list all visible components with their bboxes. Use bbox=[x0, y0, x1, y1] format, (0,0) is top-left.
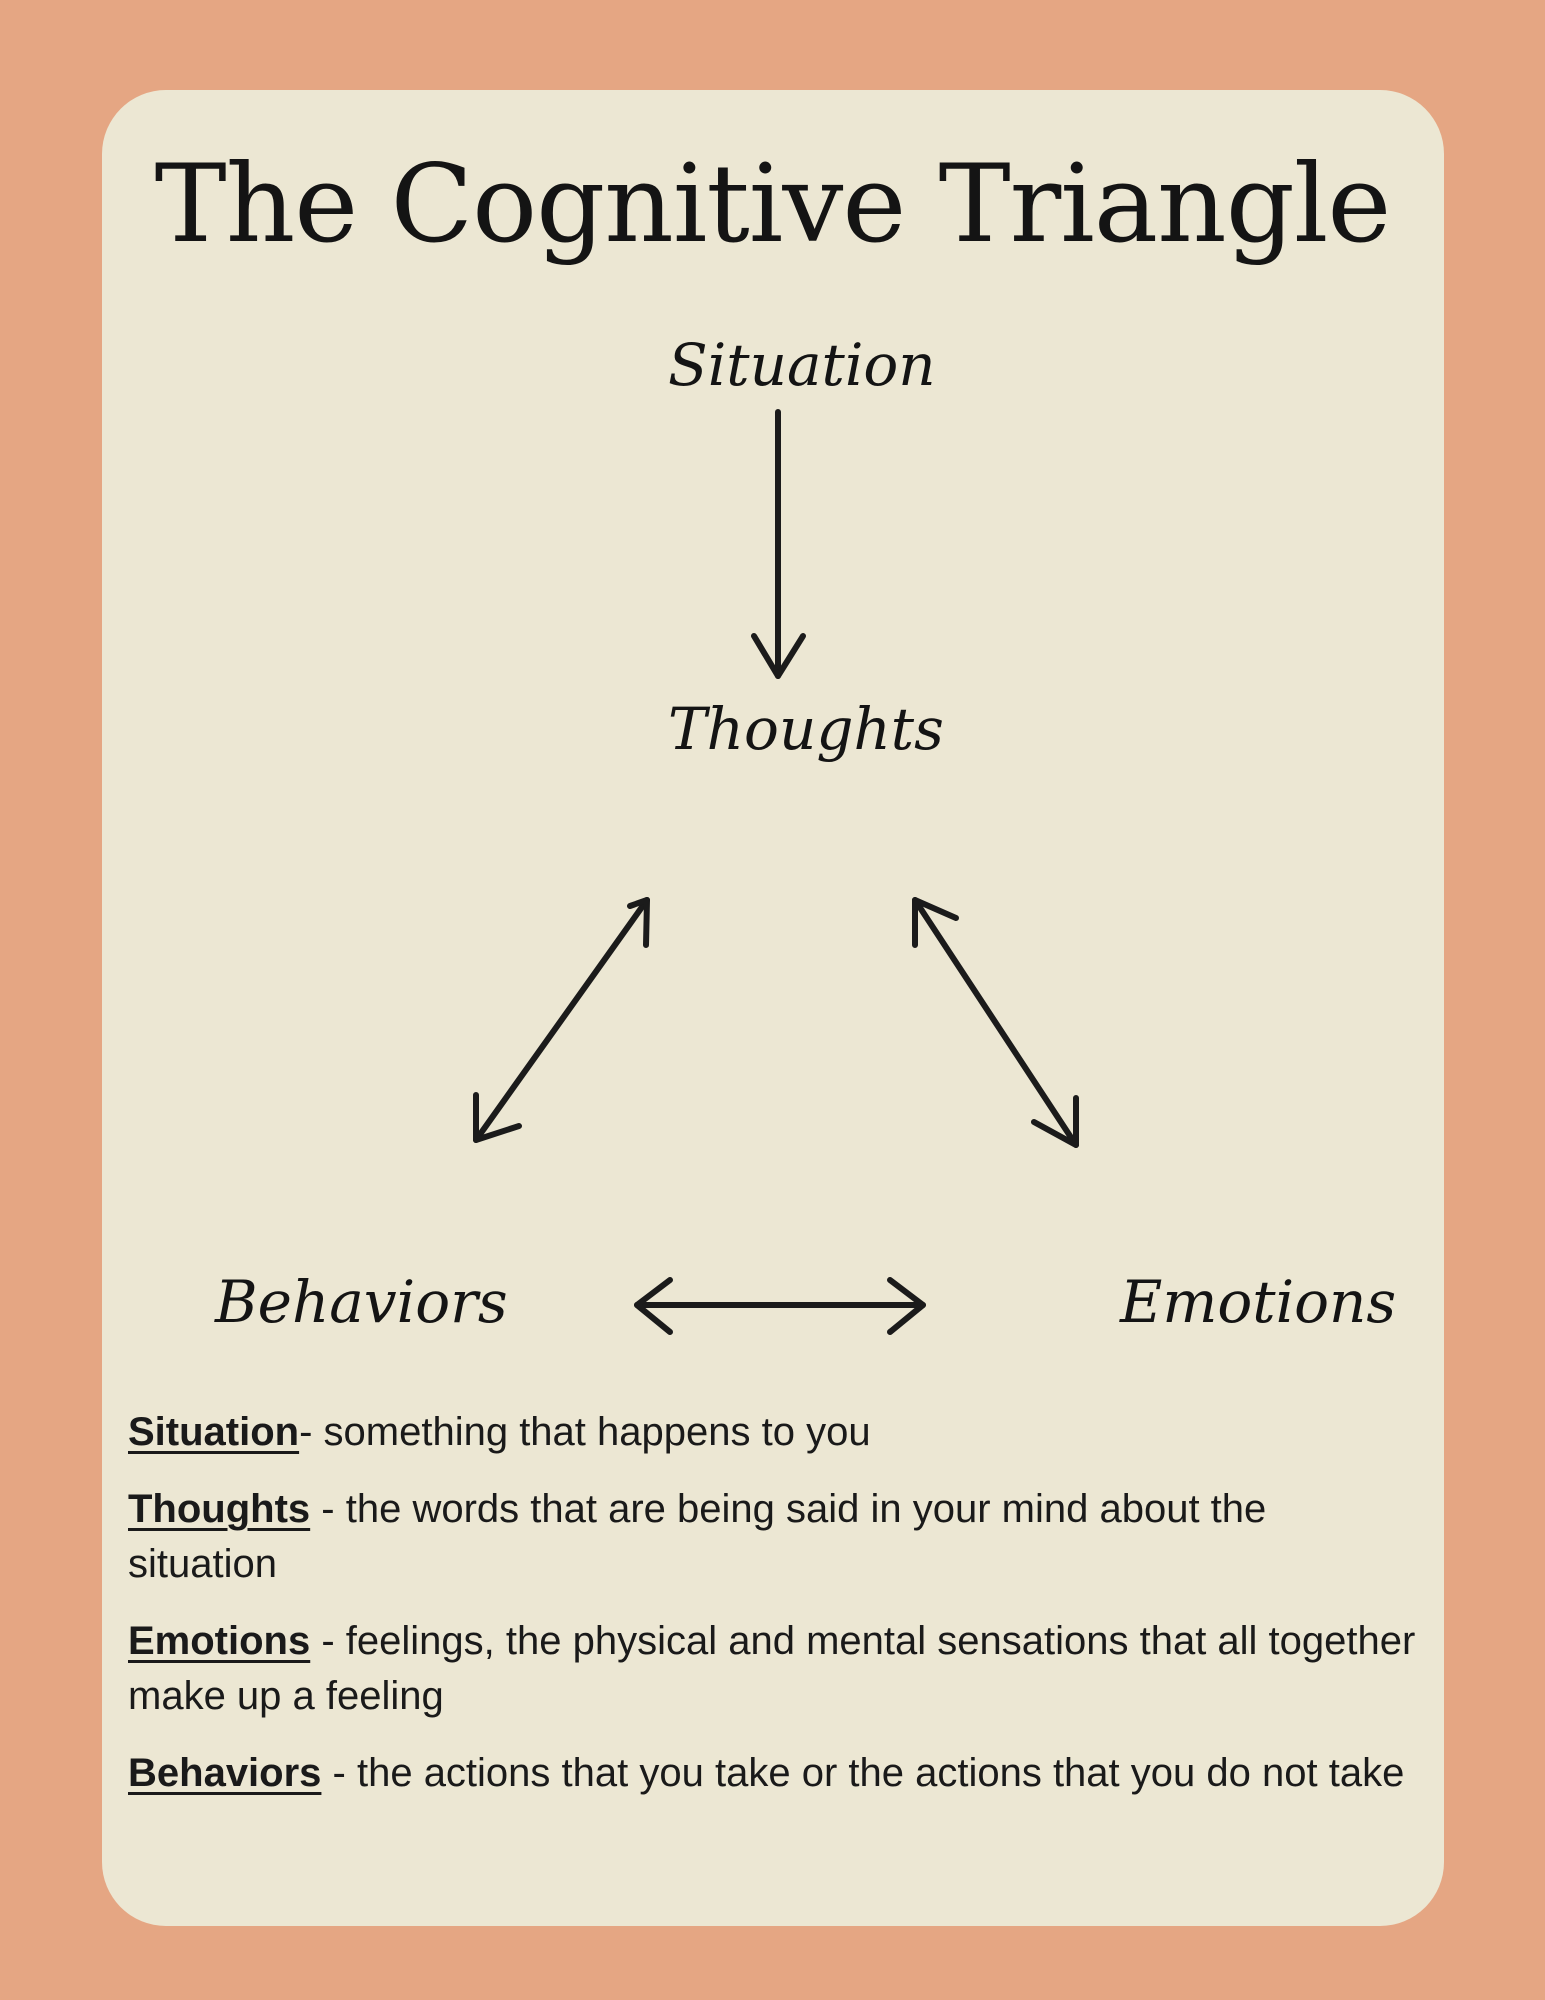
definition-separator: - bbox=[310, 1619, 346, 1663]
arrow-behaviors-emotions bbox=[634, 1277, 926, 1335]
card bbox=[102, 90, 1444, 1926]
definition-separator: - bbox=[299, 1410, 324, 1454]
definition-thoughts: Thoughts - the words that are being said… bbox=[128, 1482, 1418, 1592]
definitions-list: Situation- something that happens to you… bbox=[128, 1405, 1418, 1823]
node-situation: Situation bbox=[668, 331, 936, 399]
definition-separator: - bbox=[321, 1751, 357, 1795]
definition-situation: Situation- something that happens to you bbox=[128, 1405, 1418, 1460]
definition-term: Thoughts bbox=[128, 1487, 311, 1531]
arrow-thoughts-behaviors bbox=[473, 897, 650, 1143]
definition-text: the words that are being said in your mi… bbox=[128, 1487, 1267, 1586]
node-thoughts: Thoughts bbox=[668, 695, 944, 763]
node-emotions: Emotions bbox=[1120, 1268, 1397, 1336]
arrow-situation-to-thoughts bbox=[751, 409, 806, 679]
definition-behaviors: Behaviors - the actions that you take or… bbox=[128, 1746, 1418, 1801]
definition-term: Emotions bbox=[128, 1619, 311, 1663]
node-behaviors: Behaviors bbox=[215, 1268, 508, 1336]
definition-text: something that happens to you bbox=[323, 1410, 871, 1454]
definition-separator: - bbox=[310, 1487, 346, 1531]
definition-text: the actions that you take or the actions… bbox=[356, 1751, 1405, 1795]
definition-term: Situation bbox=[128, 1410, 300, 1454]
definition-emotions: Emotions - feelings, the physical and me… bbox=[128, 1614, 1418, 1724]
page-title: The Cognitive Triangle bbox=[154, 142, 1392, 267]
definition-term: Behaviors bbox=[128, 1751, 322, 1795]
definition-text: feelings, the physical and mental sensat… bbox=[128, 1619, 1416, 1718]
arrow-thoughts-emotions bbox=[912, 897, 1079, 1148]
